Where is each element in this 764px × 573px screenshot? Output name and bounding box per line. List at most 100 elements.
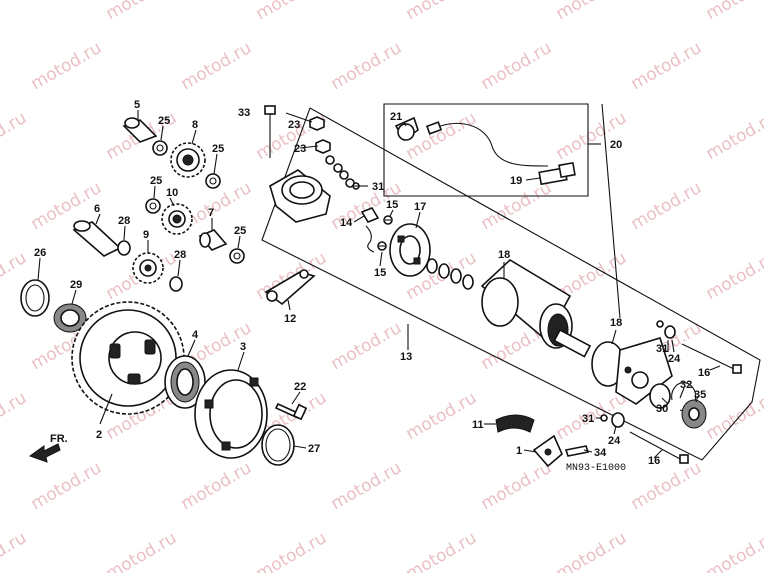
callout-28a: 28: [118, 215, 130, 227]
callout-28b: 28: [174, 249, 186, 261]
watermark-text: motod.ru: [0, 388, 30, 444]
callout-8: 8: [192, 119, 198, 131]
part-bolt-16a: [681, 343, 742, 374]
watermark-text: motod.ru: [103, 0, 181, 24]
callout-29: 29: [70, 279, 82, 291]
part-bolt-34: [564, 445, 590, 457]
washer-25b: [205, 173, 221, 189]
nut-23a: [309, 116, 325, 131]
callout-34: 34: [594, 447, 607, 459]
part-clutch-4: [164, 355, 206, 409]
callout-22: 22: [294, 381, 306, 393]
watermark-text: motod.ru: [178, 458, 256, 514]
callout-14: 14: [340, 217, 353, 229]
watermark-text: motod.ru: [178, 38, 256, 94]
part-screw-15a: [383, 215, 393, 225]
part-bolt-33: [264, 105, 276, 158]
callout-35: 35: [694, 389, 706, 401]
callout-18a: 18: [498, 249, 510, 261]
callout-20: 20: [610, 139, 622, 151]
callout-15b: 15: [374, 267, 386, 279]
watermark-text: motod.ru: [0, 0, 30, 24]
callout-21: 21: [390, 111, 402, 123]
part-shaft-5: [122, 117, 158, 143]
watermark-text: motod.ru: [0, 108, 30, 164]
part-cap-21: [394, 116, 419, 142]
part-clutch-outer-3: [194, 369, 268, 459]
callout-5: 5: [134, 99, 140, 111]
part-gear-10: [161, 203, 193, 235]
watermark-text: motod.ru: [628, 38, 706, 94]
watermark-text: motod.ru: [253, 108, 331, 164]
watermark-text: motod.ru: [628, 178, 706, 234]
callout-18b: 18: [610, 317, 622, 329]
callout-23a: 23: [288, 119, 300, 131]
part-lever-12: [264, 269, 316, 306]
watermark-text: motod.ru: [28, 38, 106, 94]
part-bolt-22: [274, 402, 308, 421]
watermark-text: motod.ru: [478, 38, 556, 94]
part-bearing-35: [681, 399, 707, 429]
watermark-text: motod.ru: [28, 458, 106, 514]
brush-spring: [365, 225, 375, 253]
callout-25a: 25: [158, 115, 170, 127]
callout-15a: 15: [386, 199, 398, 211]
watermark-text: motod.ru: [553, 108, 631, 164]
callout-23b: 23: [294, 143, 306, 155]
callout-19: 19: [510, 175, 522, 187]
watermark-text: motod.ru: [478, 458, 556, 514]
part-oring-30: [649, 383, 671, 409]
diagram-code: MN93-E1000: [566, 463, 626, 474]
washer-24a: [664, 325, 676, 339]
leader-lines: [37, 103, 721, 459]
part-bracket-11: [495, 414, 535, 433]
callout-4: 4: [192, 329, 199, 341]
part-starter-gear-2: [71, 301, 185, 415]
watermark-text: motod.ru: [403, 528, 481, 573]
watermark-text: motod.ru: [703, 248, 764, 304]
callout-30: 30: [656, 403, 668, 415]
callout-26: 26: [34, 247, 46, 259]
callout-24b: 24: [608, 435, 621, 447]
watermark-text: motod.ru: [253, 528, 331, 573]
watermark-text: motod.ru: [703, 388, 764, 444]
watermark-text: motod.ru: [328, 38, 406, 94]
watermark-text: motod.ru: [703, 0, 764, 24]
watermark-text: motod.ru: [553, 528, 631, 573]
washer-28b: [169, 276, 183, 292]
part-gear-8: [170, 142, 206, 178]
part-brush-holder-17: [389, 223, 431, 277]
callout-labels: 5 25 8 25 25 10 7 25 6 28 9 28 26 29 2 4…: [34, 99, 710, 467]
callout-16b: 16: [648, 455, 660, 467]
callout-25b: 25: [212, 143, 224, 155]
front-arrow: [28, 443, 61, 463]
part-bolt-16b: [629, 431, 689, 464]
washer-stack: [325, 155, 355, 188]
callout-7: 7: [208, 207, 214, 219]
part-cable-19: [425, 121, 576, 186]
watermark-text: motod.ru: [0, 528, 30, 573]
part-bearing-29: [53, 303, 87, 333]
watermark-text: motod.ru: [403, 108, 481, 164]
callout-31a: 31: [656, 343, 668, 355]
part-gear-9: [132, 252, 164, 284]
washer-28a: [117, 240, 131, 256]
callout-9: 9: [143, 229, 149, 241]
watermark-text: motod.ru: [703, 528, 764, 573]
washer-25a: [152, 140, 168, 156]
callout-13: 13: [400, 351, 412, 363]
washer-stack-motor: [426, 258, 474, 290]
callout-32: 32: [680, 379, 692, 391]
callout-3: 3: [240, 341, 246, 353]
watermark-text: motod.ru: [103, 528, 181, 573]
part-motor-18: [480, 259, 592, 358]
part-shaft-6: [72, 220, 122, 257]
callout-25c: 25: [150, 175, 162, 187]
callout-10: 10: [166, 187, 178, 199]
part-terminal-housing: [269, 169, 331, 223]
part-oring-27: [261, 424, 295, 466]
nut-23b: [315, 139, 331, 154]
callout-16a: 16: [698, 367, 710, 379]
